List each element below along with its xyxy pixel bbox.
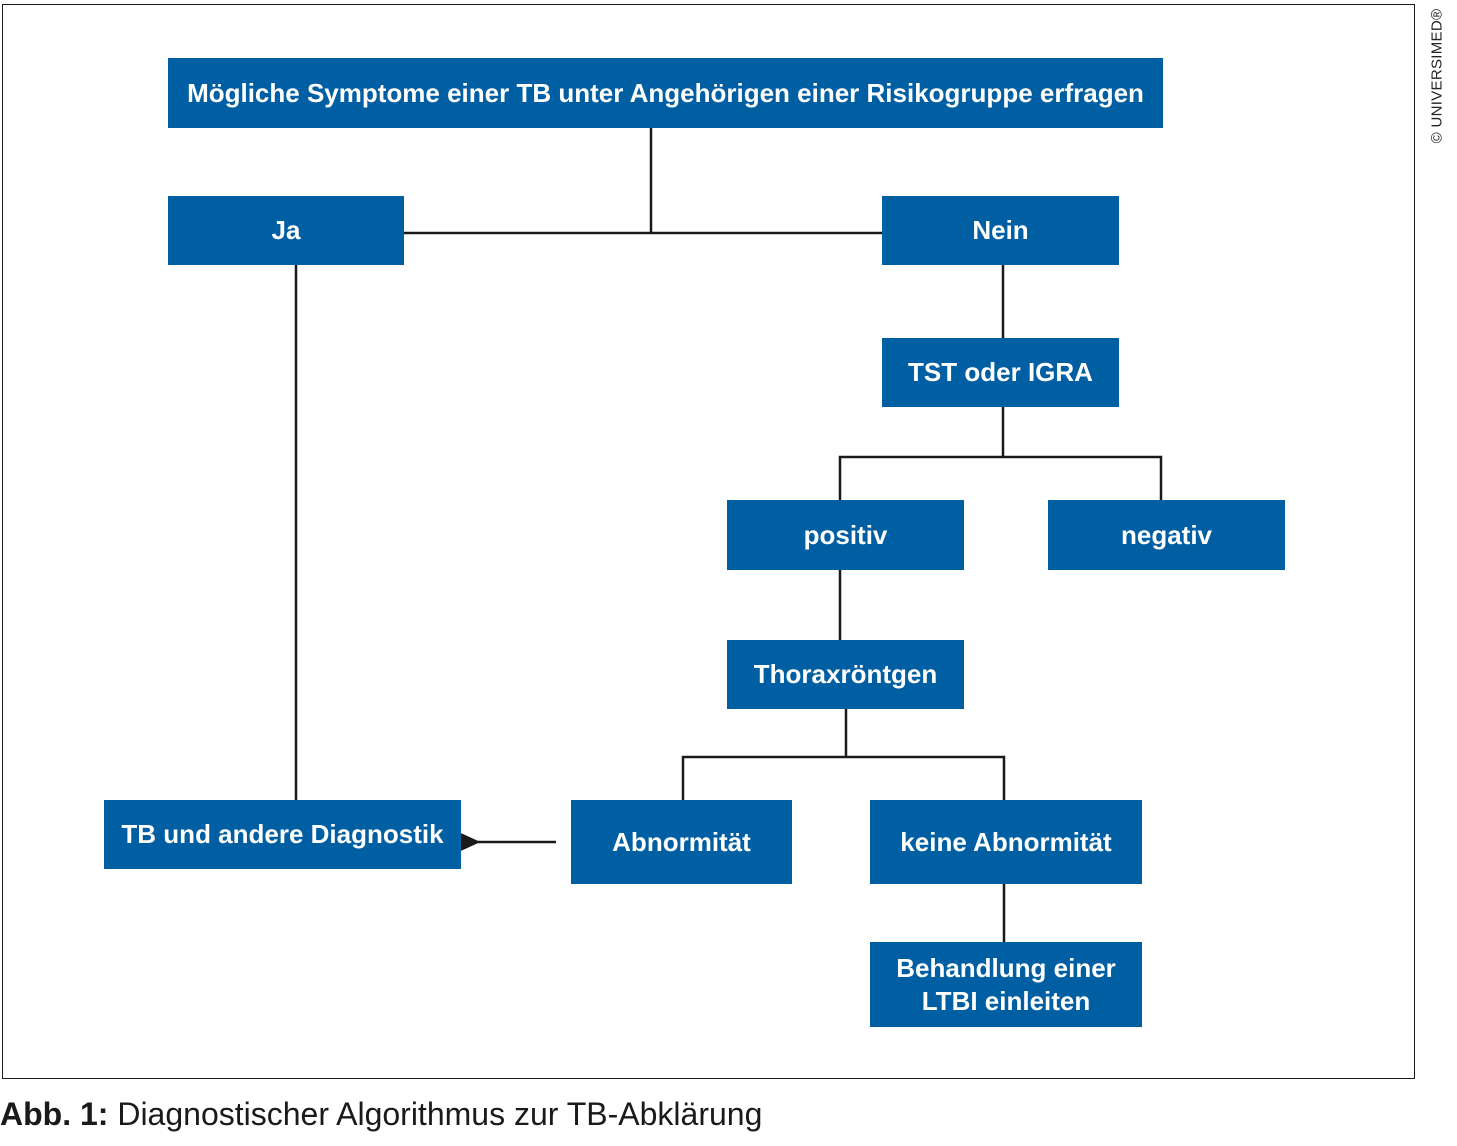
node-yes-label: Ja <box>271 215 301 245</box>
node-no-label: Nein <box>972 215 1029 245</box>
node-ltbi-treatment: Behandlung einer LTBI einleiten <box>870 942 1142 1027</box>
connector-test-branch <box>838 455 1163 500</box>
figure-frame <box>2 4 1415 1079</box>
copyright-notice: © UNIVERSIMED® <box>1424 6 1450 146</box>
caption-text: Diagnostischer Algorithmus zur TB-Abklär… <box>117 1096 763 1132</box>
node-negative: negativ <box>1048 500 1285 570</box>
node-symptom-question-label: Mögliche Symptome einer TB unter Angehör… <box>187 77 1144 108</box>
node-abnormality: Abnormität <box>571 800 792 884</box>
node-ltbi-line1: Behandlung einer <box>896 952 1116 983</box>
node-thorax-xray-label: Thoraxröntgen <box>753 659 938 689</box>
node-negative-label: negativ <box>1120 519 1213 550</box>
node-positive-label: positiv <box>803 519 888 550</box>
figure-caption: Abb. 1: Diagnostischer Algorithmus zur T… <box>0 1096 762 1133</box>
node-yes: Ja <box>168 196 404 265</box>
node-tb-diagnostics-label: TB und andere Diagnostik <box>121 819 444 849</box>
node-abnormality-label: Abnormität <box>612 826 751 857</box>
connector-xray-branch <box>681 755 1006 800</box>
node-no-abnormality: keine Abnormität <box>870 800 1142 884</box>
node-tb-diagnostics: TB und andere Diagnostik <box>104 800 461 869</box>
node-ltbi-line2: LTBI einleiten <box>921 985 1091 1016</box>
copyright-text: © UNIVERSIMED® <box>1428 8 1446 144</box>
node-symptom-question: Mögliche Symptome einer TB unter Angehör… <box>168 58 1163 128</box>
node-thorax-xray: Thoraxröntgen <box>727 640 964 709</box>
node-tst-igra-label: TST oder IGRA <box>908 357 1093 387</box>
node-positive: positiv <box>727 500 964 570</box>
node-no: Nein <box>882 196 1119 265</box>
caption-label: Abb. 1: <box>0 1096 109 1132</box>
node-tst-igra: TST oder IGRA <box>882 338 1119 407</box>
node-no-abnormality-label: keine Abnormität <box>900 826 1112 857</box>
